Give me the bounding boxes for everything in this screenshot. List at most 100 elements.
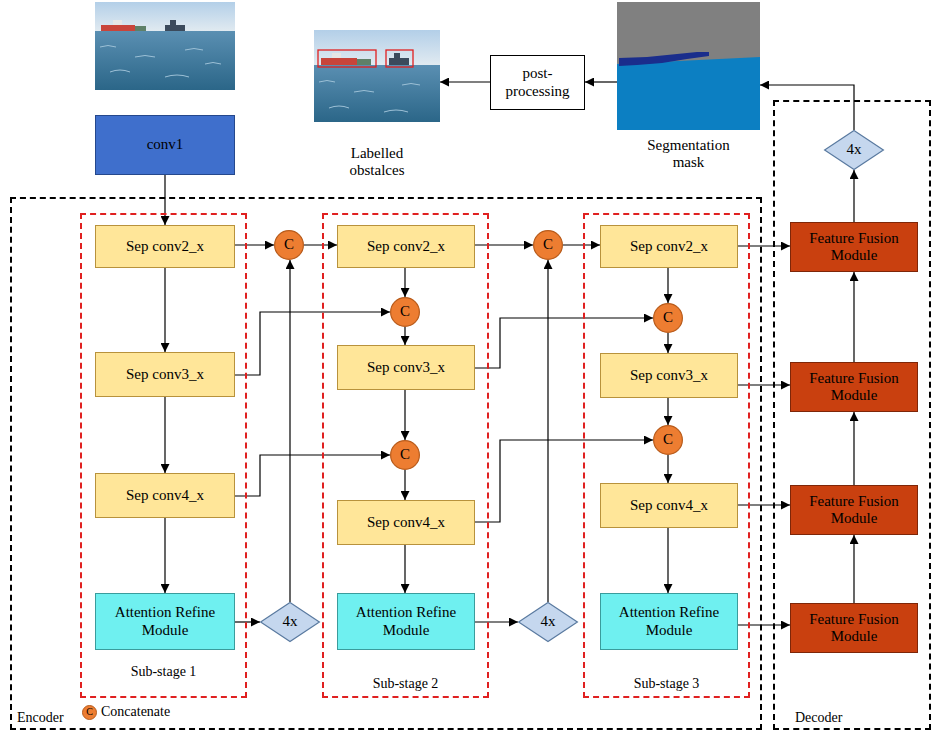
arrow-connector bbox=[235, 455, 390, 496]
upsample-diamond: 4x bbox=[824, 130, 884, 170]
node-label: post-processing bbox=[494, 65, 581, 100]
arrow-connector bbox=[547, 260, 548, 602]
sub-stage: Sub-stage 2Sep conv2_xCSep conv3_xCSep c… bbox=[322, 213, 489, 698]
region-label: Sub-stage 3 bbox=[634, 676, 700, 692]
arrow-connector bbox=[853, 535, 854, 603]
arrow-connector bbox=[667, 455, 668, 483]
segmentation-mask-image bbox=[617, 2, 760, 130]
fusion-box: Feature Fusion Module bbox=[790, 485, 918, 535]
node-label: C bbox=[400, 303, 410, 320]
node-label: Feature Fusion Module bbox=[794, 230, 914, 265]
arrow-connector bbox=[475, 621, 518, 622]
node-label: Segmentation mask bbox=[637, 137, 741, 172]
conv-block: conv1 bbox=[95, 115, 235, 175]
region-label: Sub-stage 1 bbox=[131, 664, 197, 680]
conv-block: Sep conv4_x bbox=[337, 500, 475, 545]
arrow-connector bbox=[235, 244, 274, 245]
concat-circle: C bbox=[390, 440, 420, 470]
arrow-connector bbox=[404, 268, 405, 297]
node-label: Feature Fusion Module bbox=[794, 370, 914, 405]
node-label: Sep conv2_x bbox=[367, 238, 445, 255]
node-label: Feature Fusion Module bbox=[794, 493, 914, 528]
fusion-box: Feature Fusion Module bbox=[790, 362, 918, 412]
arrow-connector bbox=[304, 244, 337, 245]
arrow-connector bbox=[667, 528, 668, 593]
arrow-connector bbox=[853, 412, 854, 485]
sub-stage: Sub-stage 3Sep conv2_xCSep conv3_xCSep c… bbox=[583, 213, 750, 698]
encoder-region: Encoder Sub-stage 1 Sep conv2_xSep conv3_x… bbox=[10, 197, 762, 730]
arrow-connector bbox=[738, 384, 790, 385]
arrow-connector bbox=[853, 170, 854, 222]
node-label: C bbox=[663, 431, 673, 448]
arrow-connector bbox=[563, 244, 600, 245]
legend-text: Concatenate bbox=[101, 704, 170, 720]
labelled-photo bbox=[314, 30, 440, 122]
node-label: C bbox=[284, 236, 294, 253]
conv-block: Sep conv4_x bbox=[600, 483, 738, 528]
node-label: Sep conv3_x bbox=[126, 366, 204, 383]
node-label: 4x bbox=[847, 141, 862, 158]
sub-stage: Sub-stage 1 Sep conv2_xSep conv3_xSep con… bbox=[80, 213, 247, 698]
conv-block: Sep conv2_x bbox=[337, 225, 475, 268]
arrow-connector bbox=[404, 390, 405, 440]
arrow-connector bbox=[667, 333, 668, 353]
arrow-connector bbox=[853, 272, 854, 362]
legend-item: C Concatenate bbox=[82, 704, 170, 720]
node-label: Sep conv2_x bbox=[126, 238, 204, 255]
conv-block: Sep conv2_x bbox=[600, 225, 738, 268]
concat-circle: C bbox=[274, 230, 304, 260]
node-label: Sep conv2_x bbox=[630, 238, 708, 255]
arrow-connector bbox=[585, 81, 617, 82]
arrow-connector bbox=[164, 397, 165, 473]
arrow-connector bbox=[738, 504, 790, 505]
region-label: Sub-stage 2 bbox=[373, 676, 439, 692]
node-label: 4x bbox=[541, 613, 556, 630]
node-label: 4x bbox=[283, 613, 298, 630]
region-label: Decoder bbox=[795, 710, 842, 726]
process-box: post-processing bbox=[490, 55, 585, 110]
concat-circle: C bbox=[390, 297, 420, 327]
node-label: Attention Refine Module bbox=[341, 604, 471, 639]
fusion-box: Feature Fusion Module bbox=[790, 222, 918, 272]
arrow-connector bbox=[404, 327, 405, 345]
arrow-connector bbox=[164, 268, 165, 352]
arrow-connector bbox=[475, 244, 533, 245]
conv-block: Sep conv4_x bbox=[95, 473, 235, 518]
concat-circle: C bbox=[533, 230, 563, 260]
node-label: Labelled obstalces bbox=[331, 145, 423, 180]
conv-block: Sep conv3_x bbox=[95, 352, 235, 397]
arrow-connector bbox=[738, 624, 790, 625]
fusion-box: Feature Fusion Module bbox=[790, 603, 918, 653]
node-label: conv1 bbox=[147, 136, 184, 153]
arrow-connector bbox=[164, 518, 165, 593]
arrow-connector bbox=[667, 398, 668, 425]
node-label: Sep conv3_x bbox=[630, 367, 708, 384]
upsample-diamond: 4x bbox=[518, 602, 578, 642]
symbol-letter: C bbox=[86, 707, 93, 717]
arrow-connector bbox=[440, 81, 490, 82]
arrow-connector bbox=[667, 268, 668, 303]
conv-block: Sep conv3_x bbox=[337, 345, 475, 390]
arrow-connector bbox=[235, 621, 260, 622]
attention-box: Attention Refine Module bbox=[337, 593, 475, 650]
legend-symbol: C bbox=[82, 705, 97, 720]
arrow-connector bbox=[404, 470, 405, 500]
arrow-connector bbox=[289, 260, 290, 602]
region-label: Encoder bbox=[17, 710, 64, 726]
node-label: Feature Fusion Module bbox=[794, 611, 914, 646]
arrow-connector bbox=[404, 545, 405, 593]
node-label: Sep conv4_x bbox=[367, 514, 445, 531]
decoder-region: Decoder4xFeature Fusion ModuleFeature Fu… bbox=[773, 100, 931, 730]
node-label: Attention Refine Module bbox=[99, 604, 231, 639]
input-photo bbox=[95, 2, 235, 90]
node-label: Sep conv3_x bbox=[367, 359, 445, 376]
node-label: Attention Refine Module bbox=[604, 604, 734, 639]
arrow-connector bbox=[164, 175, 165, 225]
attention-box: Attention Refine Module bbox=[95, 593, 235, 650]
node-label: Sep conv4_x bbox=[630, 497, 708, 514]
image-caption: Labelled obstalces bbox=[314, 30, 440, 180]
node-label: C bbox=[543, 236, 553, 253]
node-label: C bbox=[663, 309, 673, 326]
